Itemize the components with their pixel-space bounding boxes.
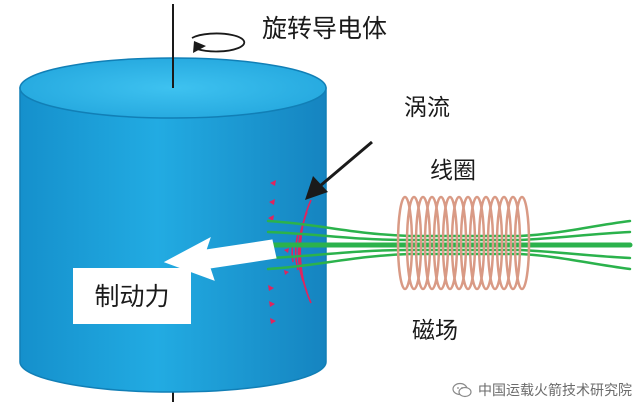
label-coil: 线圈 [430,158,476,184]
eddy-pointer-arrow-shaft [319,140,373,188]
rotation-direction-arrow [191,32,246,53]
eddy-marker-4 [268,285,274,291]
conductor-cylinder-side [19,87,327,393]
label-eddy-current: 涡流 [404,95,450,121]
eddy-marker-7 [284,248,289,253]
eddy-current-loops [291,199,312,304]
eddy-current-direction-markers [268,180,289,324]
eddy-loop-4 [294,233,299,271]
source-watermark: 中国运载火箭技术研究院 [452,380,632,400]
rotation-arrowhead [193,41,206,53]
label-rotating-conductor: 旋转导电体 [262,14,388,43]
eddy-loop-3 [297,223,304,282]
magnetic-field-lines [259,219,633,271]
wechat-icon [452,382,472,398]
eddy-marker-3 [268,215,274,221]
eddy-marker-6 [270,318,276,324]
field-line-top-inner [266,230,632,242]
eddy-loop-2 [298,211,308,293]
field-line-bottom-inner [266,248,632,260]
field-line-bottom-outer [266,252,632,271]
label-braking-force: 制动力 [73,268,191,324]
field-line-top-outer [266,219,632,238]
eddy-pointer-arrow-head [305,176,328,200]
watermark-text: 中国运载火箭技术研究院 [478,383,632,399]
label-magnetic-field: 磁场 [412,318,458,344]
coil-winding [396,195,531,291]
eddy-marker-5 [269,301,275,307]
eddy-marker-1 [270,180,276,186]
eddy-marker-8 [284,270,289,275]
eddy-marker-2 [269,199,275,205]
